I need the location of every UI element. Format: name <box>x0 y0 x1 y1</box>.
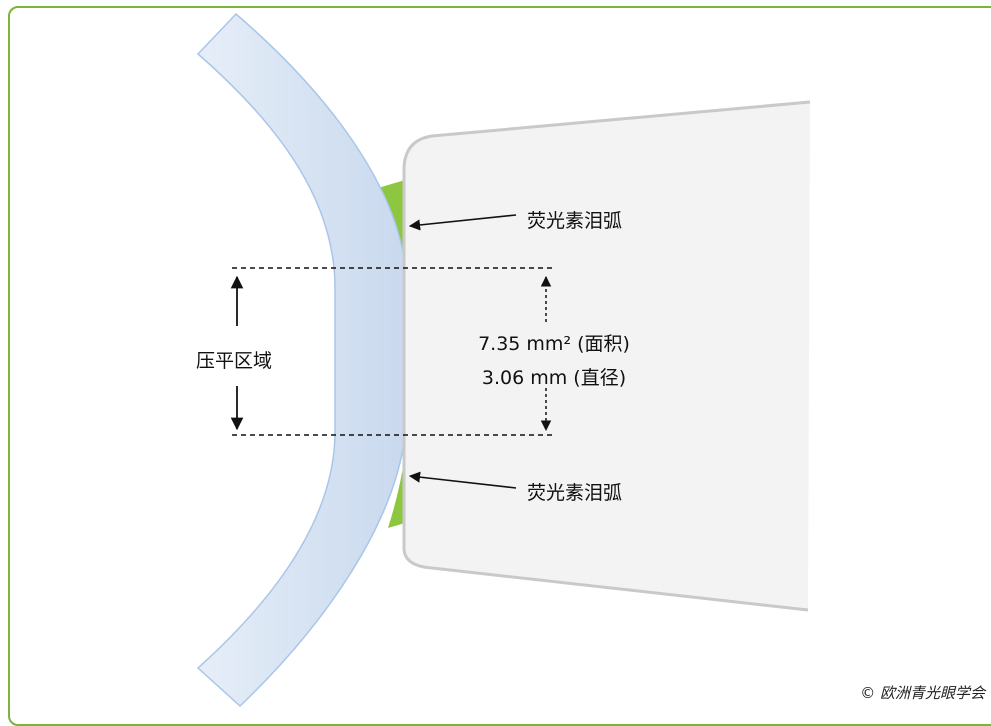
diameter-value: 3.06 mm (直径) <box>481 367 627 389</box>
tonometer-prism <box>402 100 811 612</box>
fluorescein-arc-bottom <box>388 455 405 528</box>
tear-arc-top-arrow <box>408 214 517 231</box>
applanation-zone-label: 压平区域 <box>196 350 273 372</box>
tonometry-diagram <box>196 12 811 707</box>
area-value: 7.35 mm² (面积) <box>478 333 630 355</box>
copyright-credit: © 欧洲青光眼学会 <box>860 684 985 702</box>
cornea <box>196 12 406 707</box>
tear-arc-bottom-arrow <box>408 471 517 489</box>
tear-arc-top-label: 荧光素泪弧 <box>527 210 623 232</box>
tear-arc-bottom-label: 荧光素泪弧 <box>527 482 623 504</box>
measurement-values: 7.35 mm² (面积) 3.06 mm (直径) <box>448 327 660 395</box>
